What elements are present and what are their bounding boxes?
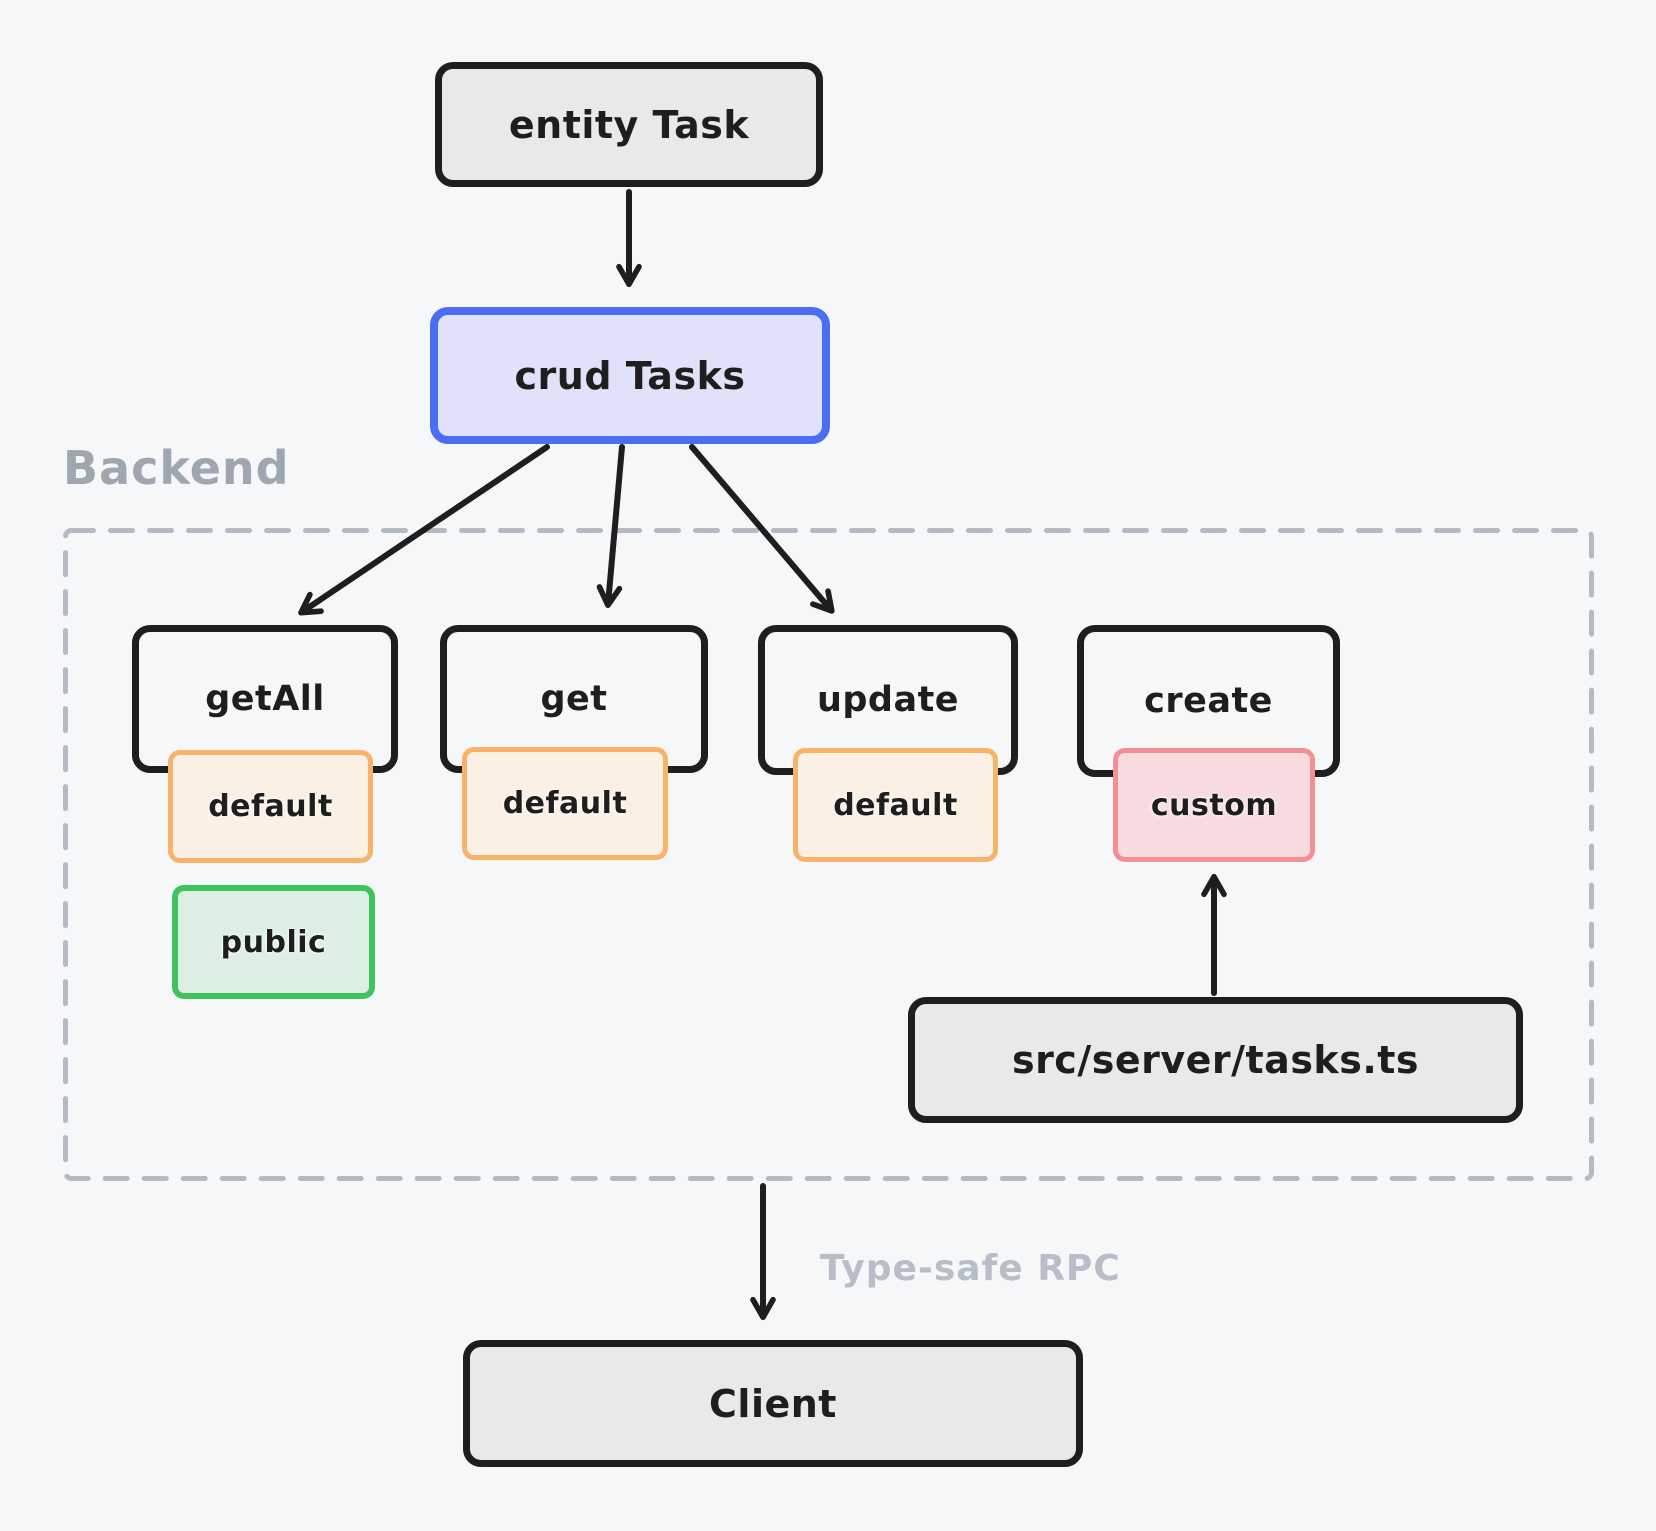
backend-region-label: Backend bbox=[63, 441, 290, 495]
badge-create-custom: custom bbox=[1113, 748, 1315, 862]
edge-crud-to-get bbox=[596, 444, 625, 609]
edge-crud-to-update bbox=[689, 444, 835, 614]
node-entity-task: entity Task bbox=[435, 62, 823, 187]
badge-update-default: default bbox=[793, 748, 998, 862]
node-crud-tasks: crud Tasks bbox=[430, 307, 830, 444]
badge-get-default: default bbox=[462, 747, 668, 860]
edge-crud-to-getall bbox=[298, 444, 550, 616]
badge-getall-default: default bbox=[168, 750, 373, 863]
backend-region-border bbox=[63, 528, 1594, 1181]
rpc-edge-label: Type-safe RPC bbox=[820, 1248, 1121, 1289]
node-server-file: src/server/tasks.ts bbox=[908, 997, 1523, 1123]
node-client: Client bbox=[463, 1340, 1083, 1467]
badge-getall-public: public bbox=[172, 885, 375, 999]
